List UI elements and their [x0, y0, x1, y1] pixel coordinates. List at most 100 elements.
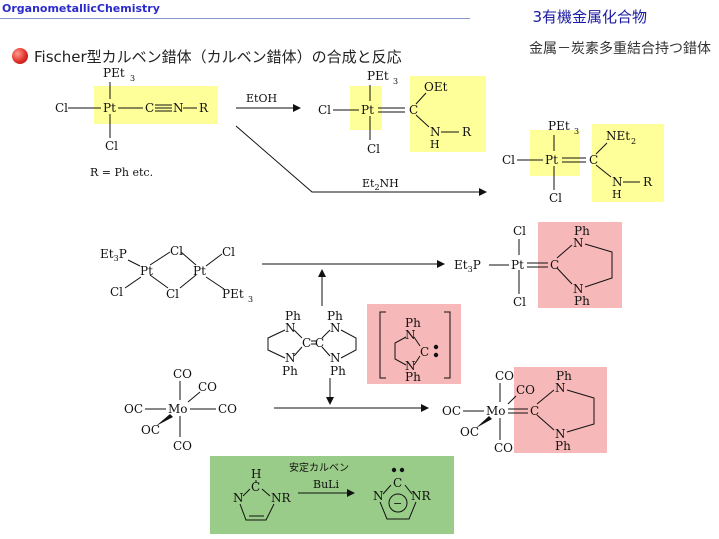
reagent-buli: BuLi [313, 478, 339, 491]
label-ph: Ph [574, 224, 590, 238]
label-n: N [405, 328, 416, 342]
label-nr: NR [271, 491, 292, 505]
label-co: CO [173, 439, 192, 453]
highlight-pt-carbene [538, 222, 622, 308]
lone-pair-dot [433, 344, 439, 350]
label-co: CO [173, 367, 192, 381]
reagent-etoh: EtOH [246, 92, 277, 105]
label-oc: OC [442, 404, 461, 418]
label-oc: OC [141, 423, 160, 437]
label-cl: Cl [513, 224, 526, 238]
label-co: CO [218, 402, 237, 416]
label-ph: Ph [574, 294, 590, 308]
label-mo: Mo [486, 404, 506, 418]
label-pt: Pt [193, 264, 206, 278]
label-n: N [555, 381, 566, 395]
label-ph: Ph [282, 364, 298, 378]
label-c: C [589, 153, 598, 167]
lone-pair-dot [433, 352, 439, 358]
label-cl: Cl [170, 244, 183, 258]
label-ph: Ph [555, 439, 571, 453]
r-definition: R = Ph etc. [90, 166, 153, 179]
label-pt: Pt [140, 264, 153, 278]
chapter-title: 3有機金属化合物 [532, 8, 647, 26]
reagent-et2nh: Et2NH [362, 177, 399, 192]
course-title: OrganometallicChemistry [2, 2, 160, 15]
label-c: C [251, 480, 260, 494]
section-title: Fischer型カルベン錯体（カルベン錯体）の合成と反応 [34, 48, 402, 66]
label-pet3: PEt [103, 66, 125, 80]
label-ph: Ph [556, 369, 572, 383]
highlight-pt-2 [530, 130, 580, 176]
label-cl: Cl [222, 245, 235, 259]
lone-pair-dot [391, 467, 397, 473]
label-n: N [405, 359, 416, 373]
label-c: C [393, 476, 402, 490]
label-n: N [173, 101, 184, 115]
slide-subtitle: 金属－炭素多重結合持つ錯体 [529, 41, 711, 57]
label-n: N [573, 236, 584, 250]
highlight-free-carbene [367, 304, 461, 384]
highlight-carbene-2 [592, 124, 664, 202]
label-co: CO [495, 369, 514, 383]
label-pet3: PEt [548, 119, 570, 133]
label-oc: OC [124, 402, 143, 416]
label-c: C [550, 258, 559, 272]
label-n: N [373, 489, 384, 503]
label-ph: Ph [405, 316, 421, 330]
label-sub3: 3 [574, 127, 579, 136]
label-co: CO [516, 383, 535, 397]
pt-isocyanide-complex: PEt 3 Cl Pt Cl C N R [55, 66, 209, 153]
label-c: C [420, 345, 429, 359]
label-sub3: 3 [130, 74, 135, 83]
label-cl: Cl [105, 139, 118, 153]
pt-dimer: Et3P Pt Pt Cl Cl Cl Cl PEt 3 [100, 244, 253, 304]
stable-carbene-label: 安定カルベン [289, 461, 349, 474]
label-n: N [330, 351, 341, 365]
label-c: C [302, 336, 311, 350]
label-cl: Cl [110, 285, 123, 299]
label-n: N [285, 321, 296, 335]
highlight-pt-1 [350, 86, 382, 130]
label-ph: Ph [285, 309, 301, 323]
label-cl: Cl [367, 142, 380, 156]
label-n: N [430, 125, 441, 139]
label-pt: Pt [511, 258, 524, 272]
anion-ring-circle [388, 493, 408, 513]
arrow-et2nh [235, 125, 487, 196]
label-pet3: PEt [367, 69, 389, 83]
label-n: N [330, 321, 341, 335]
minus-charge: − [393, 497, 402, 510]
label-r: R [462, 125, 472, 139]
label-cl: Cl [513, 295, 526, 309]
header-rule [0, 18, 470, 19]
label-cl: Cl [318, 103, 331, 117]
label-n: N [233, 491, 244, 505]
label-pt: Pt [545, 153, 558, 167]
label-sub3: 3 [248, 295, 253, 304]
label-net2: NEt [606, 129, 630, 143]
label-cl: Cl [55, 101, 68, 115]
stable-nhc: C N NR − [373, 467, 432, 520]
pt-alkoxy-carbene: PEt 3 Cl Pt Cl C OEt N H R [318, 69, 472, 156]
label-cl: Cl [549, 191, 562, 205]
tetraaminoethylene: Ph N N Ph C C Ph N N Ph [267, 309, 357, 378]
mo-nhc-complex: CO CO OC Mo C OC CO Ph N N Ph [442, 369, 595, 455]
free-nhc: Ph N C N Ph [379, 311, 451, 384]
label-pt: Pt [103, 101, 116, 115]
label-r: R [199, 101, 209, 115]
highlight-mo-carbene [514, 367, 607, 453]
label-co: CO [198, 380, 217, 394]
label-n: N [555, 427, 566, 441]
label-ph: Ph [405, 370, 421, 384]
stable-carbene-box [210, 456, 454, 534]
label-n: N [285, 351, 296, 365]
label-cl: Cl [166, 287, 179, 301]
label-co: CO [494, 441, 513, 455]
label-nr: NR [411, 489, 432, 503]
highlight-carbene-1 [410, 76, 486, 152]
label-n: N [573, 282, 584, 296]
label-ph: Ph [330, 364, 346, 378]
